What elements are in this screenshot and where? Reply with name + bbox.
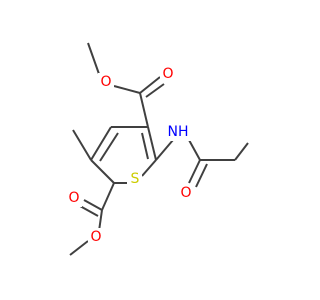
bond-methyl <box>72 129 92 161</box>
bond-c5-n <box>155 139 174 161</box>
bond-c2-carbonyl-c <box>101 182 115 211</box>
bond-bottom-carbonyl-c-o <box>98 209 103 232</box>
atom-s-ring: S <box>131 171 140 187</box>
bond-amide-double-b <box>195 163 208 188</box>
amide-side-chain <box>155 139 249 188</box>
atom-o-bottom-carbonyl: O <box>68 190 79 206</box>
bond-carbonyl-c-o <box>113 85 141 94</box>
atom-o-top-carbonyl: O <box>162 66 173 82</box>
bond-c3-c2 <box>90 126 112 161</box>
atom-labels: O O NH O S O O <box>66 65 194 246</box>
atom-o-top-ester: O <box>100 74 111 90</box>
atom-nh: NH <box>168 124 189 140</box>
bottom-ester-group <box>69 182 115 256</box>
bond-c2-c1 <box>90 159 115 184</box>
bond-n-carbonyl-c <box>188 139 201 161</box>
bond-c4-c5-double <box>141 132 149 160</box>
bond-bottom-carbonyl-double-a <box>83 199 103 211</box>
molecule-structure: O O NH O S O O <box>66 42 249 256</box>
bond-bottom-carbonyl-double-b <box>79 205 99 217</box>
top-ester-group <box>87 42 165 128</box>
thiophene-ring <box>90 126 157 184</box>
bond-c3-c2-double <box>99 132 119 162</box>
atom-o-bottom-ester: O <box>90 229 101 245</box>
bond-bottom-o-methyl <box>69 240 89 256</box>
bond-carbonyl-double-b <box>145 83 165 98</box>
bond-c4-carbonyl-c <box>139 92 149 128</box>
bond-ester-o-methyl <box>87 42 100 75</box>
bond-ch2-ch3 <box>234 142 249 161</box>
molecule-diagram: O O NH O S O O <box>66 42 249 256</box>
bond-amide-double-a <box>188 159 201 184</box>
atom-o-amide: O <box>180 185 191 201</box>
bond-carbonyl-double-a <box>139 76 161 94</box>
bond-c4-c5 <box>147 126 157 161</box>
bond-s-c5 <box>141 159 157 177</box>
